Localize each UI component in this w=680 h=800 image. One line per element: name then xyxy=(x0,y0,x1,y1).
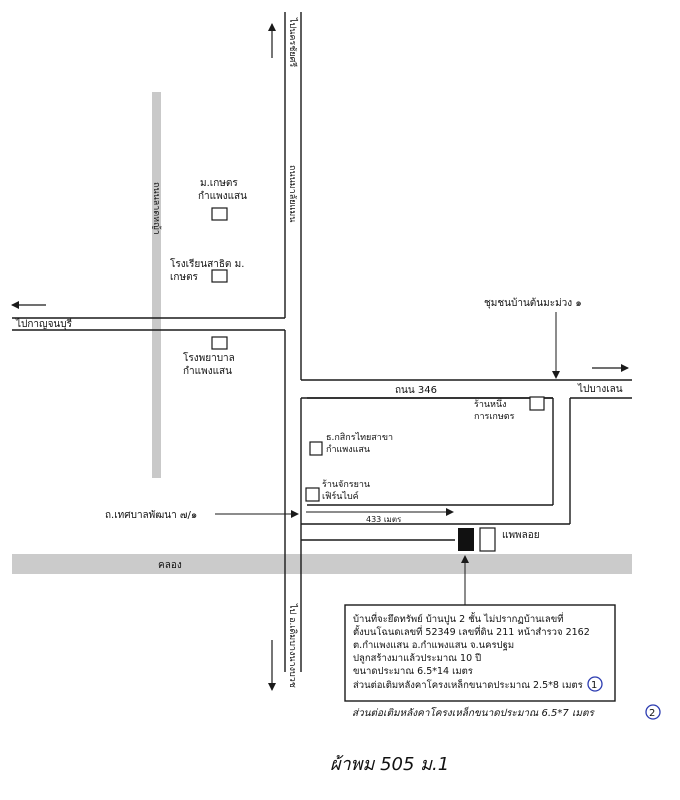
pharmacy-marker xyxy=(479,527,496,552)
demo-school-label-2: เกษตร xyxy=(170,272,199,283)
kasetsart-label-2: กำแพงแสน xyxy=(198,191,247,202)
info-line-4: ปลูกสร้างมาแล้วประมาณ 10 ปี xyxy=(353,652,481,664)
demo-school-marker xyxy=(211,269,228,283)
info-box xyxy=(344,604,616,702)
bike-shop-label-2: เฟิร์นไบค์ xyxy=(322,490,359,502)
bank-marker xyxy=(309,441,323,456)
east-road-label: ไปบางเลน xyxy=(577,383,623,395)
kasetsart-label-1: ม.เกษตร xyxy=(200,178,238,189)
bike-shop-marker xyxy=(305,487,320,502)
community-label: ชุมชนบ้านต้นมะม่วง ๑ xyxy=(484,297,582,309)
agri-shop-marker xyxy=(529,396,545,411)
bank-label-1: ธ.กสิกรไทยสาขา xyxy=(326,432,393,443)
west-road xyxy=(12,317,285,331)
distance-label: 433 เมตร xyxy=(366,515,402,524)
info-line-3: ต.กำแพงแสน อ.กำแพงแสน จ.นครปฐม xyxy=(353,640,514,651)
marker-1-circle xyxy=(587,676,603,692)
info-line-6: ส่วนต่อเติมหลังคาโครงเหล็กขนาดประมาณ 2.5… xyxy=(353,678,583,691)
info-line-2: ตั้งบนโฉนดเลขที่ 52349 เลขที่ดิน 211 หน้… xyxy=(353,625,590,638)
canal xyxy=(12,554,632,574)
west-road-label: ไปกาญจนบุรี xyxy=(15,318,73,330)
agri-shop-label-2: การเกษตร xyxy=(474,412,515,422)
soi-label: ถ.เทศบาลพัฒนา ๗/๑ xyxy=(105,510,197,521)
info-line-1: บ้านที่จะยึดทรัพย์ บ้านปูน 2 ชั้น ไม่ปรา… xyxy=(353,612,564,625)
south-road-label: ไป อ.เดิมบางนางบวช xyxy=(287,603,298,688)
handwritten-bottom-note: ผ้าพม 505 ม.1 xyxy=(330,754,449,775)
soi-road xyxy=(301,398,571,541)
bank-label-2: กำแพงแสน xyxy=(326,444,370,455)
canal-label: คลอง xyxy=(158,560,182,571)
north-road-label: ไปนครชัยศรี xyxy=(287,17,298,67)
road-346-label: ถนน 346 xyxy=(395,385,437,396)
demo-school-label-1: โรงเรียนสาธิต ม. xyxy=(170,257,244,270)
hospital-marker xyxy=(211,336,228,350)
left-road-label: ถนนลาดหญ้า xyxy=(151,182,162,235)
city-block xyxy=(307,397,554,506)
marker-1: 1 xyxy=(591,680,597,691)
handwritten-line-2: ส่วนต่อเติมหลังคาโครงเหล็กขนาดประมาณ 6.5… xyxy=(352,706,595,719)
left-road xyxy=(152,92,161,478)
main-vertical-road xyxy=(284,12,302,672)
marker-2: 2 xyxy=(649,708,655,719)
marker-2-circle xyxy=(645,704,661,720)
agri-shop-label-1: ร้านหนึ่ง xyxy=(474,397,507,410)
hospital-label-1: โรงพยาบาล xyxy=(183,351,235,364)
info-line-5: ขนาดประมาณ 6.5*14 เมตร xyxy=(353,666,473,677)
pharmacy-label: แพพลอย xyxy=(502,530,540,541)
hospital-label-2: กำแพงแสน xyxy=(183,366,232,377)
target-house-marker xyxy=(458,528,474,551)
middle-road-label: ถนนมาลัยแมน xyxy=(287,165,297,222)
bike-shop-label-1: ร้านจักรยาน xyxy=(322,479,370,490)
kasetsart-marker xyxy=(211,207,228,221)
